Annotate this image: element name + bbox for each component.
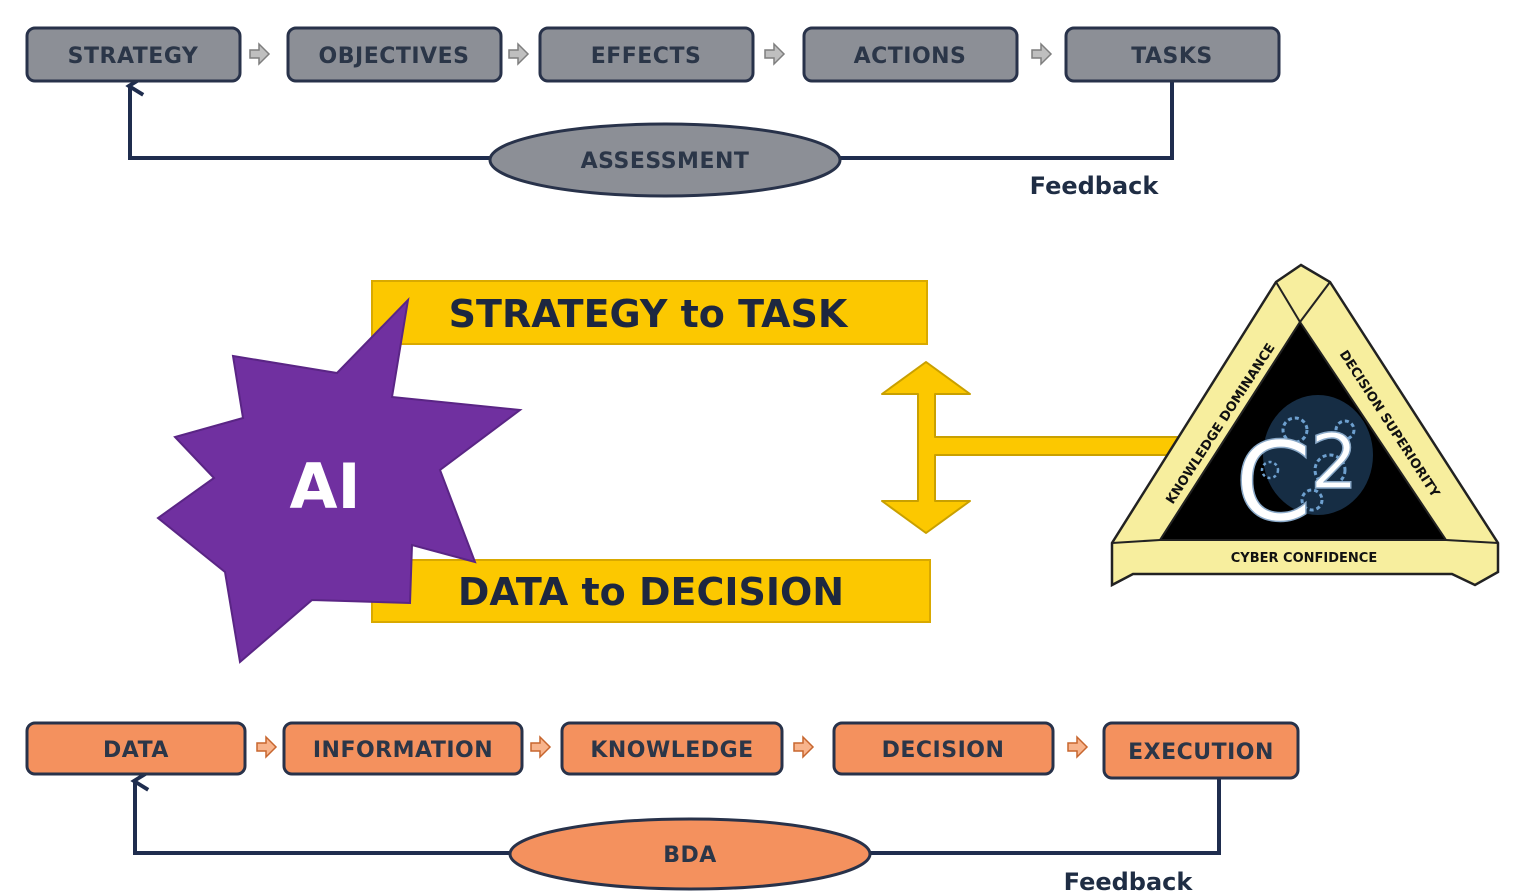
flow-arrow-icon [249, 42, 271, 66]
assessment-label: ASSESSMENT [581, 149, 750, 174]
strategy-box-label: STRATEGY [68, 44, 199, 69]
execution-box-label: EXECUTION [1128, 740, 1274, 765]
top-flow: STRATEGY OBJECTIVES EFFECTS ACTIONS TASK… [25, 26, 1281, 200]
flow-arrow-icon [1031, 42, 1053, 66]
flow-arrow-icon [508, 42, 530, 66]
ai-starburst-icon [156, 297, 523, 664]
flow-arrow-icon [1067, 735, 1089, 759]
flow-arrow-icon [256, 735, 278, 759]
knowledge-box [560, 721, 784, 776]
actions-box-label: ACTIONS [854, 44, 967, 69]
execution-box [1102, 721, 1300, 780]
flow-arrow-icon [764, 42, 786, 66]
data-box-label: DATA [103, 738, 169, 763]
c2-triangle: C 2 KNOWLEDGE DOMINANCE DECISION SUPERIO… [1110, 263, 1500, 588]
information-box-label: INFORMATION [313, 738, 493, 763]
data-box [25, 721, 247, 776]
flow-arrow-icon [793, 735, 815, 759]
objectives-box-label: OBJECTIVES [319, 44, 470, 69]
cyber-confidence-label: CYBER CONFIDENCE [1231, 551, 1377, 566]
effects-box [538, 26, 755, 83]
flow-arrow-icon [530, 735, 552, 759]
bottom-flow: DATA INFORMATION KNOWLEDGE DECISION EXEC… [25, 721, 1300, 896]
bda-ellipse [508, 817, 872, 891]
data-to-decision-banner [371, 559, 931, 623]
knowledge-box-label: KNOWLEDGE [590, 738, 753, 763]
top-feedback-label: Feedback [1030, 172, 1160, 200]
ai-label: AI [289, 450, 360, 523]
decision-box [832, 721, 1055, 776]
data-to-decision-label: DATA to DECISION [458, 570, 844, 614]
assessment-ellipse [488, 122, 842, 198]
actions-box [802, 26, 1019, 83]
c2-letter: C [1235, 418, 1312, 546]
bottom-feedback-label: Feedback [1064, 868, 1194, 896]
effects-box-label: EFFECTS [591, 44, 702, 69]
center-section: STRATEGY to TASK DATA to DECISION AI [156, 263, 1500, 664]
objectives-box [286, 26, 503, 83]
information-box [282, 721, 524, 776]
strategy-to-task-banner [371, 280, 928, 345]
strategy-box [25, 26, 242, 83]
strategy-to-task-label: STRATEGY to TASK [449, 292, 849, 336]
head-gears-icon [1260, 395, 1373, 515]
c2-superscript: 2 [1310, 417, 1358, 506]
double-arrow-icon [881, 361, 1197, 534]
tasks-box [1064, 26, 1281, 83]
bda-label: BDA [663, 843, 717, 868]
decision-box-label: DECISION [882, 738, 1005, 763]
tasks-box-label: TASKS [1131, 44, 1213, 69]
